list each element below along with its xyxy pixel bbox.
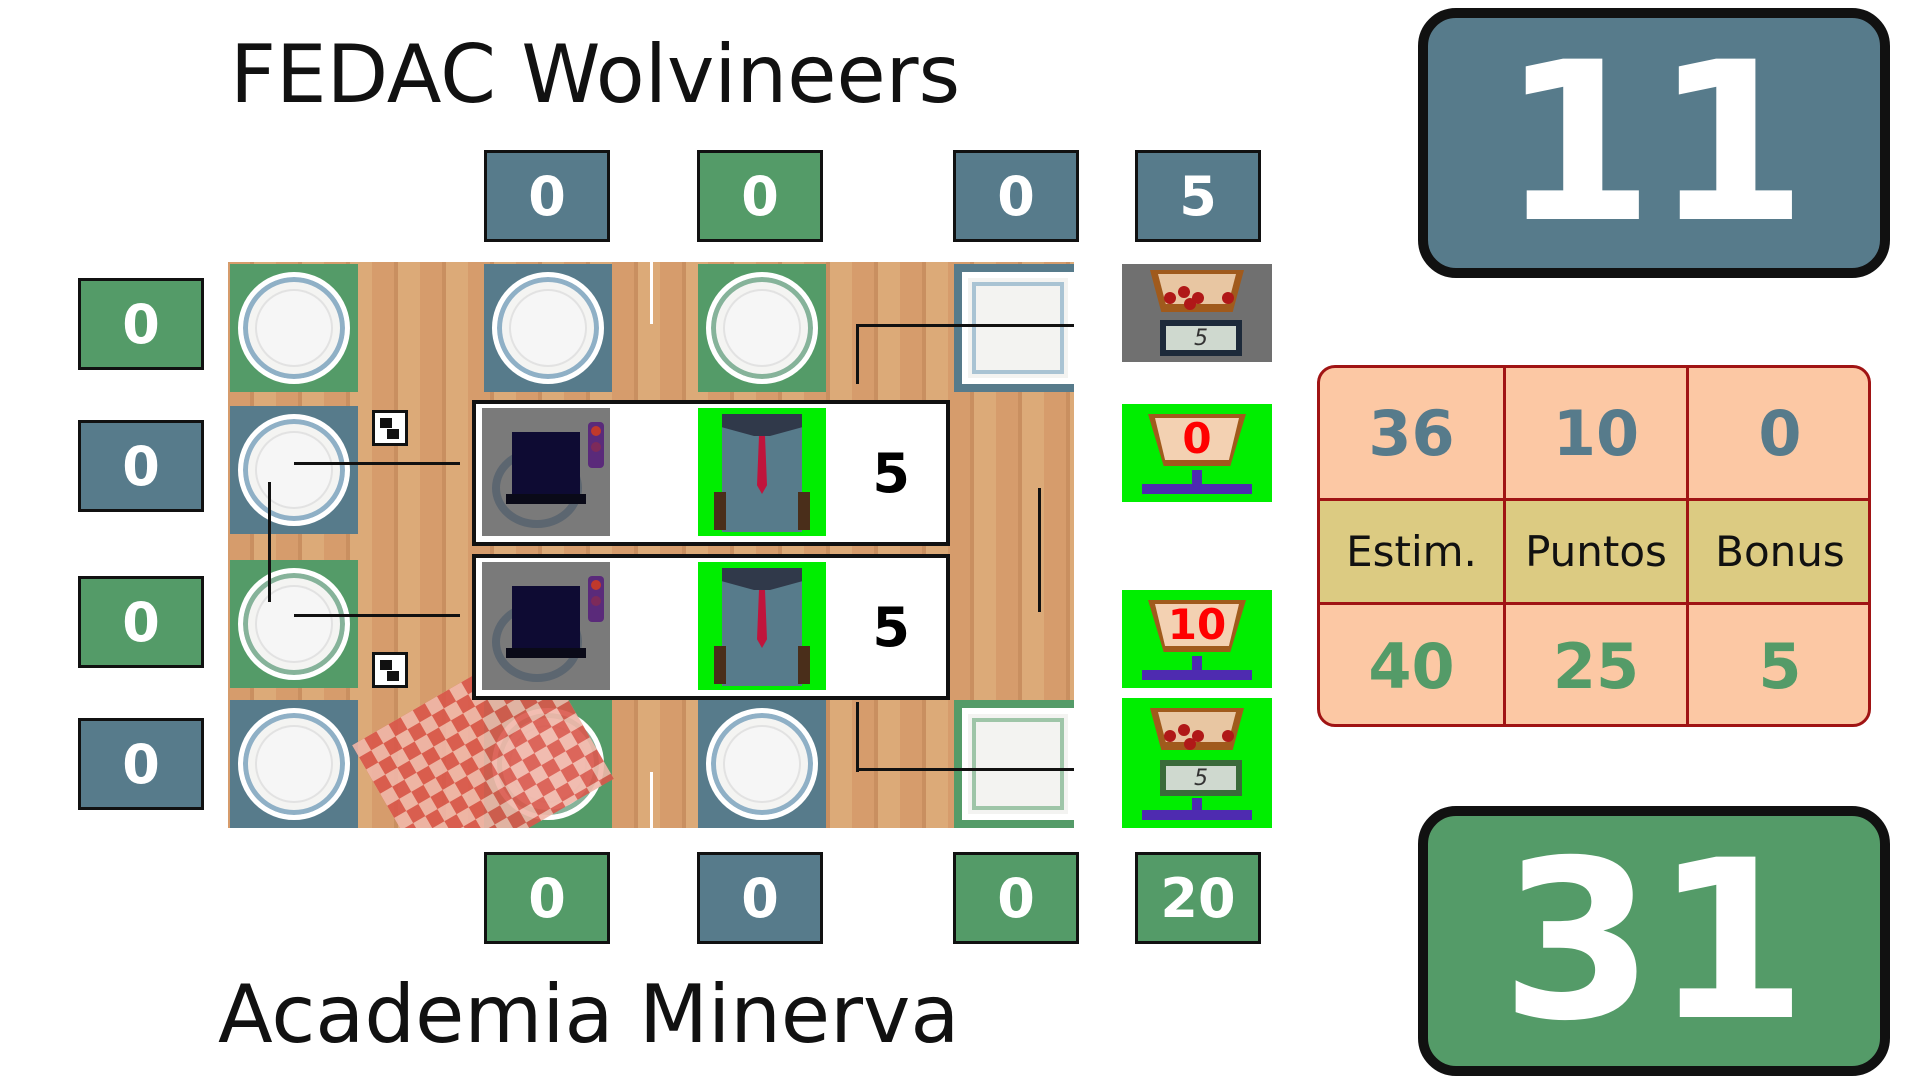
connector-line bbox=[856, 768, 1074, 771]
top-counter-2: 0 bbox=[697, 150, 823, 242]
connector-line bbox=[856, 324, 1074, 327]
cup-b: 10 bbox=[1122, 590, 1272, 688]
score-table: 36 10 0 Estim. Puntos Bonus 40 25 5 bbox=[1317, 365, 1871, 727]
tile bbox=[230, 560, 358, 688]
bottom-estim: 40 bbox=[1368, 629, 1455, 703]
top-counter-4: 5 bbox=[1135, 150, 1261, 242]
plate-icon bbox=[492, 272, 604, 384]
bottom-team-name: Academia Minerva bbox=[218, 968, 960, 1061]
plate-icon bbox=[706, 272, 818, 384]
panel-value: 5 bbox=[872, 441, 910, 505]
bottom-counter-3: 0 bbox=[953, 852, 1079, 944]
tile bbox=[954, 700, 1074, 828]
tile bbox=[954, 264, 1074, 392]
top-puntos: 10 bbox=[1552, 396, 1640, 470]
left-counter-4: 0 bbox=[78, 718, 204, 810]
bottom-puntos: 25 bbox=[1552, 629, 1640, 703]
top-counter-1: 0 bbox=[484, 150, 610, 242]
bottom-counter-1: 0 bbox=[484, 852, 610, 944]
tile bbox=[698, 264, 826, 392]
left-counter-3: 0 bbox=[78, 576, 204, 668]
square-plate-icon bbox=[962, 708, 1074, 820]
basket-icon bbox=[1150, 708, 1244, 750]
scale-top: 5 bbox=[1122, 264, 1272, 362]
plate-icon bbox=[238, 272, 350, 384]
left-counter-1: 0 bbox=[78, 278, 204, 370]
connector-line bbox=[1038, 488, 1041, 612]
top-bonus: 0 bbox=[1758, 396, 1802, 470]
left-counter-2: 0 bbox=[78, 420, 204, 512]
cup-a: 0 bbox=[1122, 404, 1272, 502]
marker-icon bbox=[372, 410, 408, 446]
robot-icon bbox=[698, 408, 826, 536]
panel-value: 5 bbox=[872, 595, 910, 659]
station-panel-2: 5 bbox=[472, 554, 950, 700]
square-plate-icon bbox=[962, 272, 1074, 384]
scale-icon bbox=[1142, 670, 1252, 680]
scale-icon bbox=[1142, 484, 1252, 494]
top-team-name: FEDAC Wolvineers bbox=[230, 28, 961, 121]
oven-icon bbox=[482, 408, 610, 536]
tile bbox=[230, 406, 358, 534]
top-estim: 36 bbox=[1368, 396, 1455, 470]
station-panel-1: 5 bbox=[472, 400, 950, 546]
oven-icon bbox=[482, 562, 610, 690]
divider-line bbox=[650, 262, 653, 324]
connector-line bbox=[856, 324, 859, 384]
connector-line bbox=[294, 614, 460, 617]
connector-line bbox=[856, 702, 859, 772]
robot-icon bbox=[698, 562, 826, 690]
basket-icon bbox=[1150, 270, 1244, 312]
top-team-score: 11 bbox=[1418, 8, 1890, 278]
connector-line bbox=[268, 482, 271, 602]
cup-value: 0 bbox=[1182, 413, 1212, 463]
tile bbox=[484, 264, 612, 392]
scale-value: 5 bbox=[1166, 766, 1236, 791]
marker-icon bbox=[372, 652, 408, 688]
tile bbox=[230, 264, 358, 392]
tile bbox=[230, 700, 358, 828]
bottom-counter-4: 20 bbox=[1135, 852, 1261, 944]
scale-bottom: 5 bbox=[1122, 698, 1272, 828]
plate-icon bbox=[238, 568, 350, 680]
plate-icon bbox=[706, 708, 818, 820]
bottom-counter-2: 0 bbox=[697, 852, 823, 944]
connector-line bbox=[294, 462, 460, 465]
scale-icon: 5 bbox=[1160, 760, 1242, 796]
tile bbox=[698, 700, 826, 828]
bottom-bonus: 5 bbox=[1758, 629, 1802, 703]
header-bonus: Bonus bbox=[1715, 527, 1845, 576]
header-puntos: Puntos bbox=[1525, 527, 1667, 576]
scale-value: 5 bbox=[1166, 326, 1236, 351]
scale-icon: 5 bbox=[1160, 320, 1242, 356]
top-counter-3: 0 bbox=[953, 150, 1079, 242]
cup-value: 10 bbox=[1167, 599, 1227, 649]
plate-icon bbox=[238, 414, 350, 526]
divider-line bbox=[650, 772, 653, 828]
bottom-team-score: 31 bbox=[1418, 806, 1890, 1076]
header-estim: Estim. bbox=[1346, 527, 1477, 576]
plate-icon bbox=[238, 708, 350, 820]
